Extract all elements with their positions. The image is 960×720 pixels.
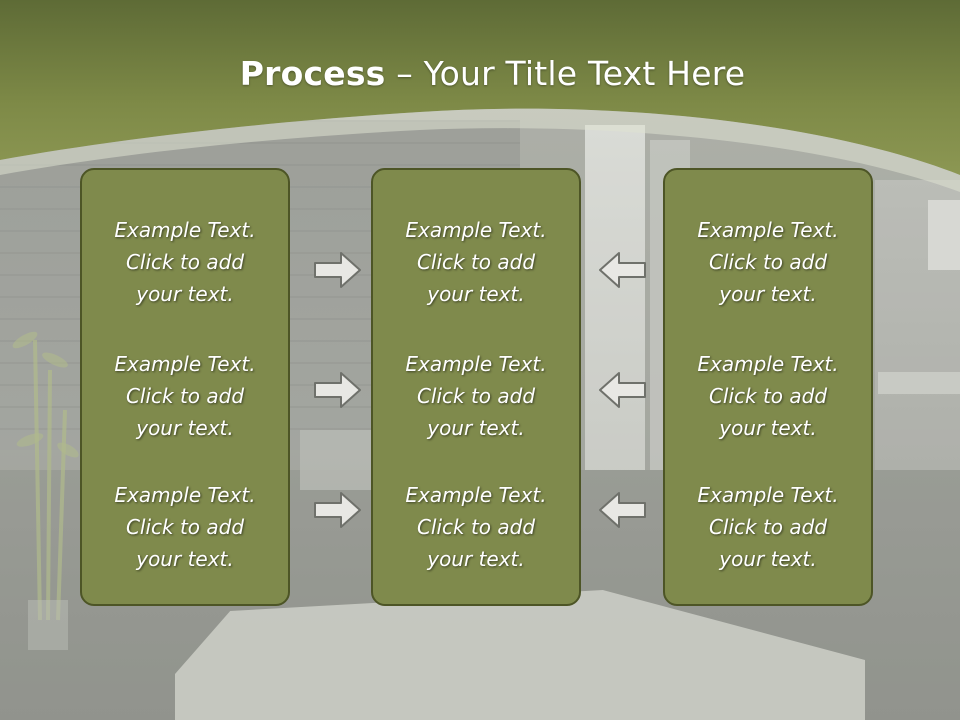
text-line: your text. (719, 547, 817, 571)
text-line: Click to add (416, 250, 536, 274)
text-line: your text. (719, 416, 817, 440)
text-line: Click to add (125, 515, 245, 539)
text-line: Example Text. (697, 483, 839, 507)
text-item[interactable]: Example Text. Click to add your text. (373, 214, 579, 310)
text-line: Click to add (708, 515, 828, 539)
process-box-middle[interactable]: Example Text. Click to add your text. Ex… (371, 168, 581, 606)
text-line: Example Text. (114, 218, 256, 242)
text-item[interactable]: Example Text. Click to add your text. (665, 479, 871, 575)
text-line: Example Text. (114, 352, 256, 376)
text-line: your text. (136, 416, 234, 440)
arrow-right-icon (313, 490, 363, 530)
title-text: – Your Title Text Here (385, 54, 746, 93)
text-line: your text. (136, 547, 234, 571)
text-line: Example Text. (405, 352, 547, 376)
cabinet-glass (928, 200, 960, 270)
arrow-right-icon (313, 250, 363, 290)
text-item[interactable]: Example Text. Click to add your text. (665, 348, 871, 444)
text-item[interactable]: Example Text. Click to add your text. (82, 214, 288, 310)
text-line: Click to add (125, 250, 245, 274)
text-line: Click to add (416, 384, 536, 408)
process-box-right[interactable]: Example Text. Click to add your text. Ex… (663, 168, 873, 606)
arrow-left-icon (597, 490, 647, 530)
text-line: Example Text. (405, 483, 547, 507)
plant-icon (12, 331, 79, 650)
text-item[interactable]: Example Text. Click to add your text. (82, 348, 288, 444)
text-line: Example Text. (114, 483, 256, 507)
text-line: Click to add (708, 384, 828, 408)
text-item[interactable]: Example Text. Click to add your text. (82, 479, 288, 575)
text-line: Click to add (125, 384, 245, 408)
arrow-left-icon (597, 250, 647, 290)
text-line: your text. (136, 282, 234, 306)
arrow-right-icon (313, 370, 363, 410)
text-item[interactable]: Example Text. Click to add your text. (665, 214, 871, 310)
text-item[interactable]: Example Text. Click to add your text. (373, 348, 579, 444)
text-line: Click to add (708, 250, 828, 274)
arrow-left-icon (597, 370, 647, 410)
text-line: Example Text. (697, 218, 839, 242)
text-line: your text. (427, 416, 525, 440)
slide-title[interactable]: Process – Your Title Text Here (0, 52, 960, 96)
process-box-left[interactable]: Example Text. Click to add your text. Ex… (80, 168, 290, 606)
text-line: Example Text. (697, 352, 839, 376)
text-line: Click to add (416, 515, 536, 539)
counter (878, 372, 960, 394)
text-line: your text. (427, 282, 525, 306)
text-line: your text. (719, 282, 817, 306)
text-line: Example Text. (405, 218, 547, 242)
title-bold: Process (239, 54, 386, 93)
text-item[interactable]: Example Text. Click to add your text. (373, 479, 579, 575)
text-line: your text. (427, 547, 525, 571)
